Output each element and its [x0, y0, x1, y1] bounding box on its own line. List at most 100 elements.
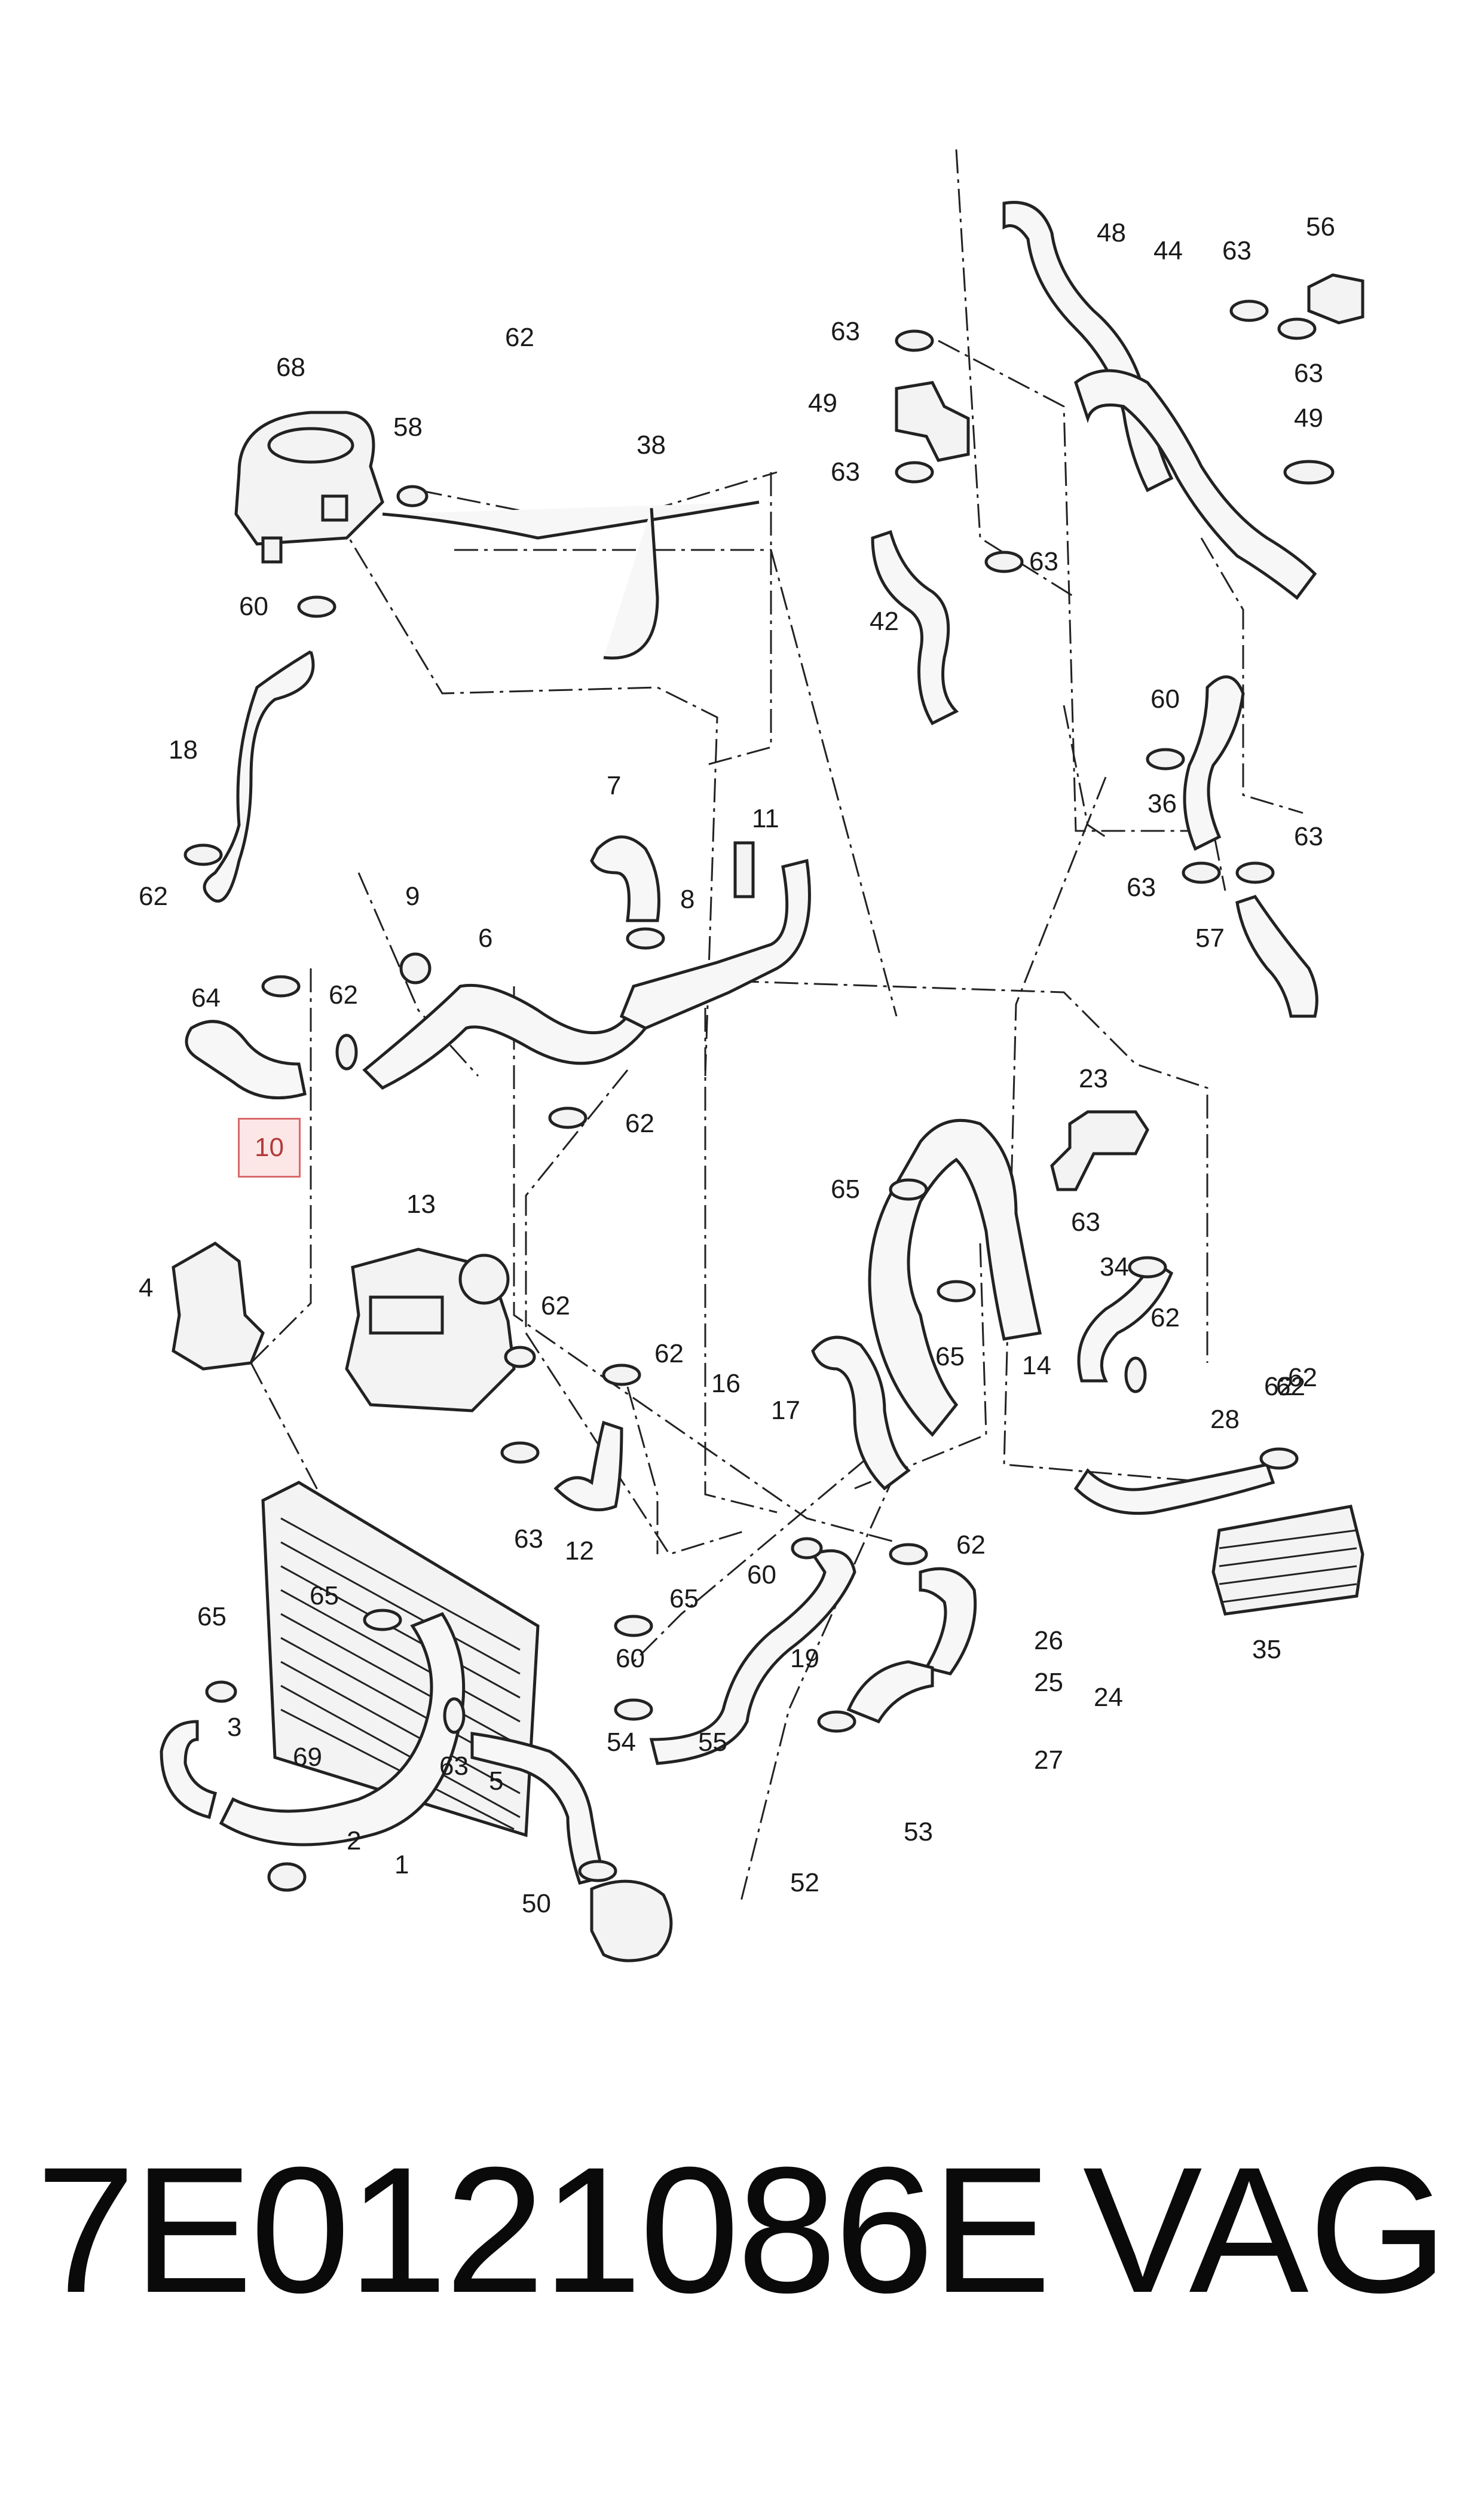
callout-label: 64 [191, 983, 221, 1013]
hose-3 [160, 1720, 218, 1820]
callout-label: 65 [669, 1584, 699, 1613]
lower-hose-1 [219, 1612, 466, 1847]
callout-label: 63 [1127, 873, 1156, 902]
hose-38 [1183, 675, 1245, 851]
callout-label: 9 [405, 882, 420, 911]
callout-label: 36 [1148, 789, 1177, 818]
radiator-69 [261, 1481, 540, 1838]
callout-label: 42 [870, 607, 899, 636]
callout-label: 52 [790, 1868, 819, 1897]
callout-label: 62 [329, 980, 358, 1010]
callout-label: 63 [1029, 547, 1058, 576]
callout-label: 11 [752, 804, 779, 833]
callout-label: 7 [607, 771, 622, 800]
callout-label: 28 [1210, 1405, 1240, 1434]
callout-label: 16 [711, 1369, 741, 1398]
callout-label: 58 [393, 412, 423, 442]
hose-18 [811, 1335, 911, 1491]
callout-label: 62 [654, 1339, 684, 1368]
callout-label: 62 [1288, 1363, 1317, 1392]
callout-label: 60 [1151, 684, 1180, 714]
part-number: 7E0121086E [36, 2129, 1051, 2330]
callout-label: 6 [478, 924, 493, 953]
hose-7 [590, 835, 660, 922]
callout-label: 68 [276, 353, 305, 382]
callout-label: 35 [1252, 1635, 1281, 1664]
callout-label: 55 [698, 1728, 727, 1757]
callout-label: 48 [1097, 218, 1126, 247]
callout-label: 62 [505, 323, 534, 352]
callout-label: 63 [1294, 822, 1323, 851]
callout-label: 19 [790, 1644, 819, 1673]
callout-label: 49 [1294, 403, 1323, 433]
callout-label: 54 [607, 1728, 636, 1757]
callout-label: 27 [1034, 1745, 1063, 1775]
hose-34 [1073, 1463, 1275, 1515]
callout-label: 18 [169, 735, 198, 765]
hose-5 [470, 1732, 606, 1885]
footer: 7E0121086E VAG [0, 2140, 1484, 2379]
callout-label: 5 [489, 1766, 504, 1796]
callout-label: 4 [139, 1273, 154, 1303]
callout-label: 65 [935, 1342, 965, 1371]
expansion-tank [234, 411, 384, 564]
callout-label: 26 [1034, 1626, 1063, 1655]
callout-label: 3 [227, 1713, 242, 1742]
hose-19 [203, 650, 315, 903]
callout-label: 53 [904, 1817, 933, 1847]
callout-label: 65 [197, 1602, 227, 1631]
callout-label: 12 [565, 1536, 594, 1566]
brand-name: VAG [1082, 2129, 1448, 2330]
hose-48 [1002, 201, 1174, 493]
callout-label: 60 [239, 592, 268, 621]
callout-label: 63 [831, 317, 860, 346]
callout-label: 63 [514, 1524, 543, 1554]
callout-label: 63 [831, 457, 860, 487]
hose-13 [553, 1420, 623, 1512]
pump-52 [590, 1879, 673, 1962]
highlighted-part-label: 10 [238, 1118, 301, 1178]
hose-16 [868, 1118, 1042, 1437]
callout-label: 1 [394, 1850, 409, 1879]
parts-diagram [160, 149, 1364, 1962]
hose-44 [871, 530, 959, 726]
callout-label: 62 [625, 1109, 654, 1138]
callout-label: 69 [293, 1742, 322, 1772]
callout-label: 34 [1100, 1252, 1129, 1282]
coolant-pipe-upper [619, 858, 811, 1030]
callout-label: 62 [956, 1530, 986, 1560]
hose-25 [919, 1567, 977, 1676]
callout-label: 23 [1079, 1064, 1108, 1093]
callout-label: 62 [541, 1291, 570, 1320]
callout-label: 62 [1264, 1372, 1293, 1401]
hose-bundle-right [1074, 369, 1317, 600]
callout-label: 14 [1022, 1351, 1051, 1380]
callout-label: 63 [439, 1751, 469, 1781]
callout-label: 62 [1276, 1372, 1305, 1401]
valve-57 [1307, 273, 1364, 325]
overflow-hose [382, 500, 760, 660]
callout-label: 62 [139, 882, 168, 911]
callout-label: 38 [637, 430, 666, 460]
valve-50 [895, 381, 970, 462]
valve-24 [1050, 1110, 1149, 1191]
callout-label: 17 [771, 1396, 800, 1425]
hose-10 [185, 1020, 307, 1100]
callout-label: 8 [680, 885, 695, 914]
callout-label: 62 [1151, 1303, 1180, 1332]
callout-label: 63 [1294, 359, 1323, 388]
control-unit-14 [345, 1248, 516, 1413]
callout-label: 2 [347, 1826, 362, 1855]
callout-label: 25 [1034, 1668, 1063, 1697]
callout-label: 49 [808, 389, 837, 418]
pipe-58 [1235, 895, 1318, 1018]
callout-label: 65 [310, 1581, 339, 1610]
callout-label: 63 [1071, 1207, 1100, 1237]
clamps [183, 299, 1335, 1892]
callout-label: 60 [616, 1644, 645, 1673]
callout-label: 60 [747, 1560, 776, 1589]
callout-label: 65 [831, 1175, 860, 1204]
callout-label: 44 [1153, 236, 1183, 265]
callout-label: 56 [1306, 212, 1335, 241]
pipe-6 [362, 983, 648, 1090]
